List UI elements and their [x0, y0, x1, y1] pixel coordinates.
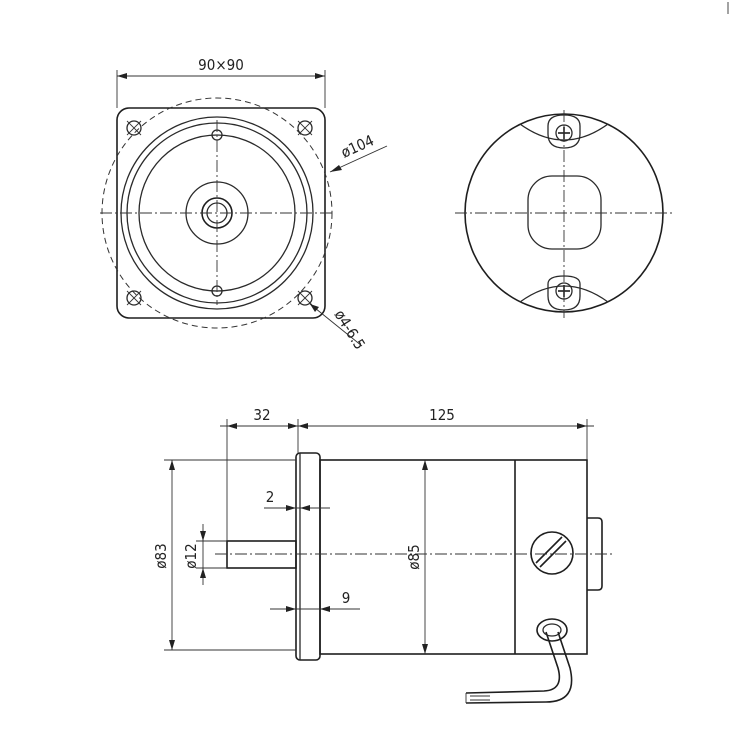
shaft: [226, 540, 297, 569]
dim-flange-width: 9: [342, 589, 351, 607]
dim-shaft-length: 32: [253, 406, 270, 424]
cable-grommet: [536, 618, 568, 642]
mount-hole-tr: [297, 120, 313, 136]
mount-hole-tl: [126, 120, 142, 136]
dim-body-length: 125: [429, 406, 455, 424]
rear-boss: [527, 175, 602, 250]
dim-flange-thickness: 2: [266, 488, 275, 506]
dim-mount-holes: ø4-6.5: [331, 307, 369, 353]
dim-shaft-diameter: ø12: [182, 543, 200, 568]
motor-body: [319, 459, 588, 655]
dim-pilot-diameter: ø104: [338, 131, 376, 161]
ear-bottom: [547, 275, 581, 311]
dim-flange-size: 90×90: [198, 56, 244, 74]
rear-view: [455, 110, 672, 318]
mount-hole-br: [297, 290, 313, 306]
mount-hole-bl: [126, 290, 142, 306]
front-view: 90×90 ø104 ø4-6.5: [100, 56, 388, 353]
dim-flange-diameter: ø83: [152, 543, 170, 568]
cable: [465, 631, 561, 694]
ear-top: [547, 114, 581, 149]
side-view: 32 125 2 9 ø83 ø12 ø85: [152, 406, 612, 704]
side-screw-icon: [530, 531, 574, 575]
dim-body-diameter: ø85: [405, 544, 423, 569]
